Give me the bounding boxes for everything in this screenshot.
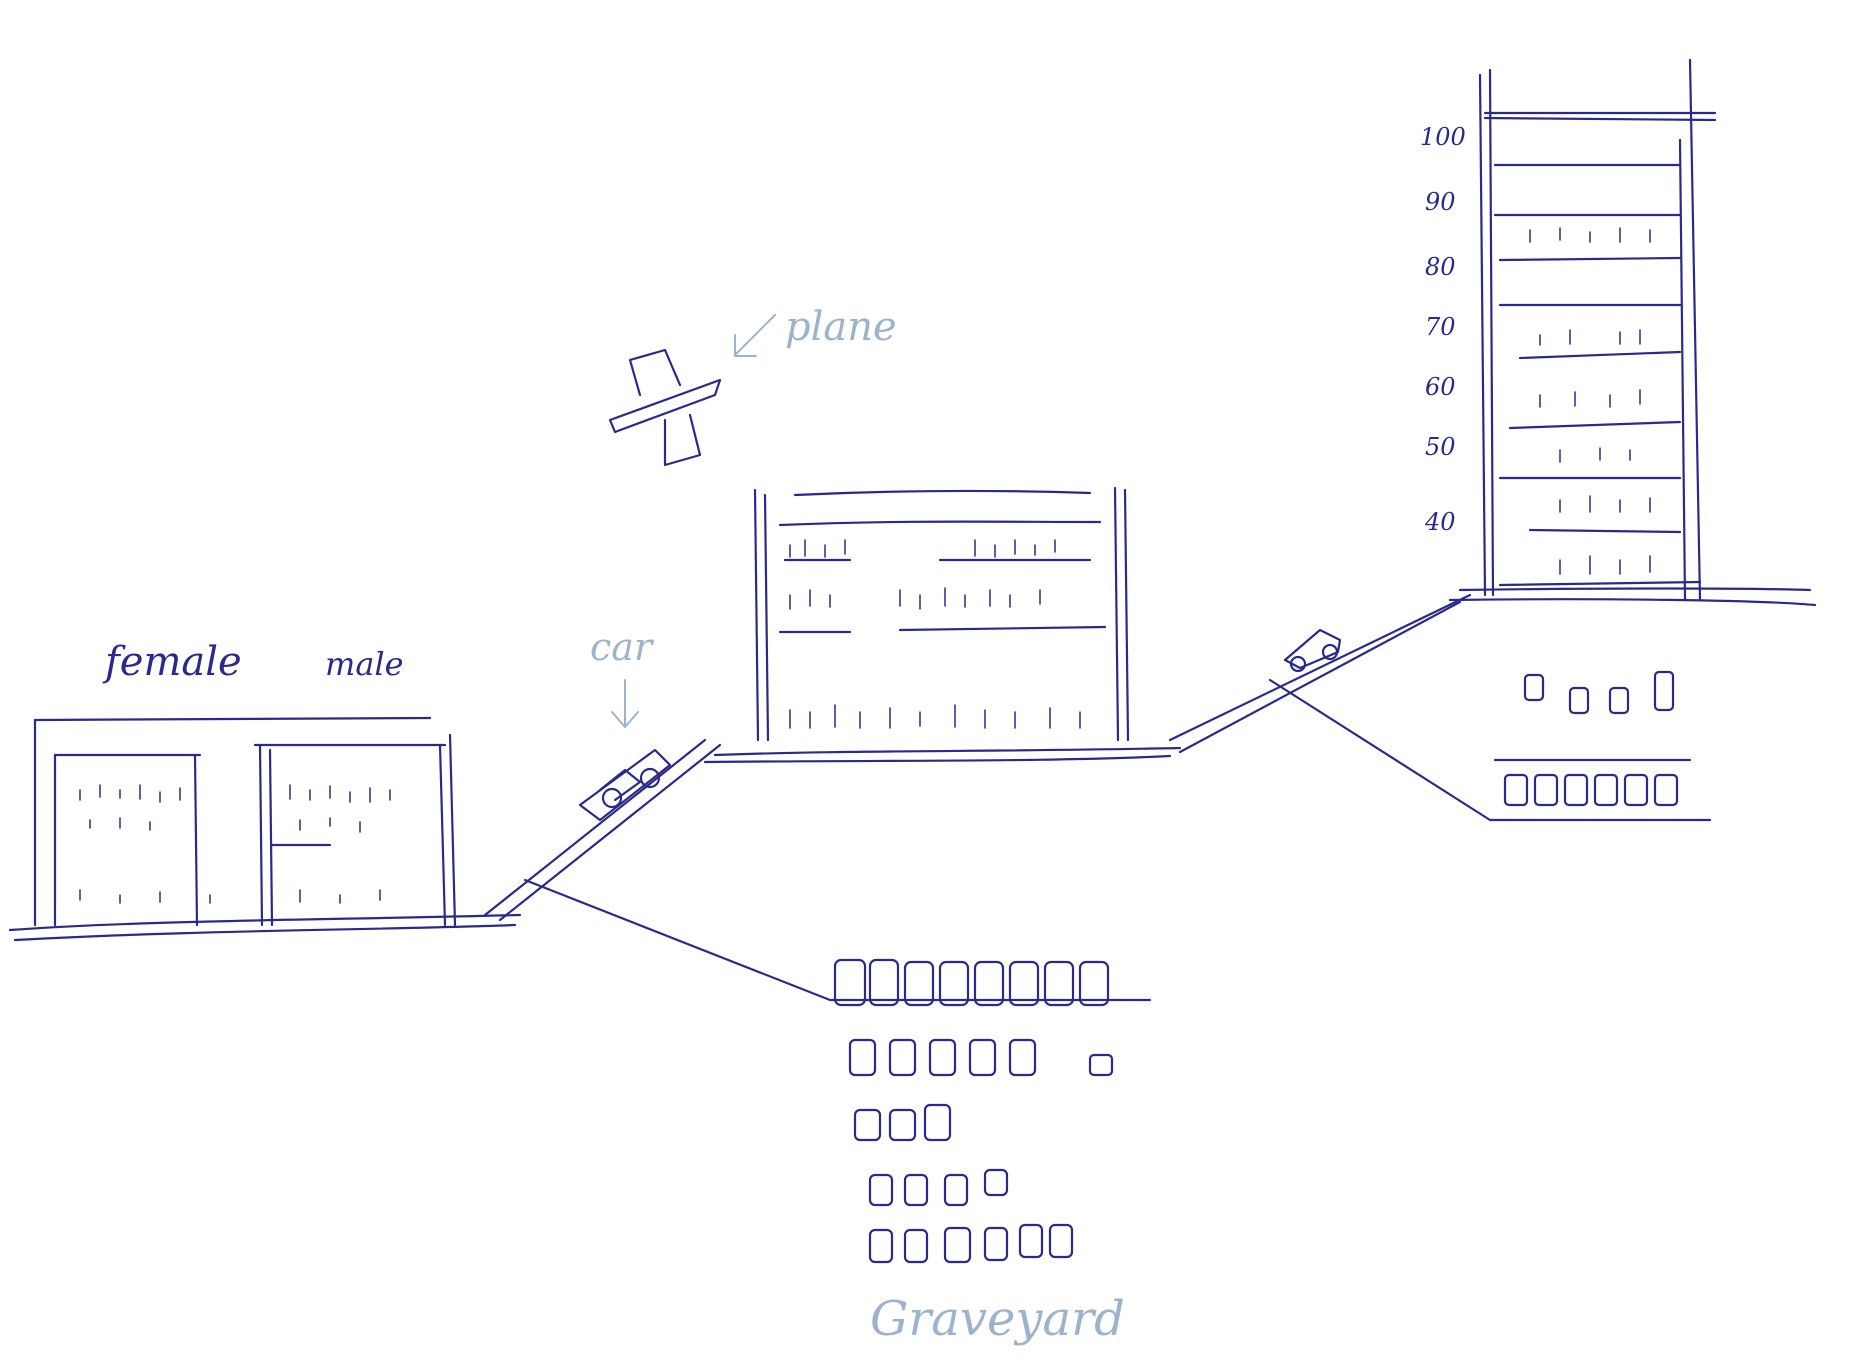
plane-sketch xyxy=(610,350,720,465)
floor-label-70: 70 xyxy=(1425,313,1456,341)
floor-label-50: 50 xyxy=(1425,433,1456,461)
plane-label: plane xyxy=(785,304,897,350)
car-annotation: car xyxy=(590,625,655,727)
middle-building xyxy=(755,488,1128,740)
floor-scale: 100 90 80 70 60 50 40 xyxy=(1420,123,1466,536)
car-upper-slope xyxy=(1285,630,1340,671)
tomb-rows-right xyxy=(1505,672,1677,805)
floor-label-100: 100 xyxy=(1420,123,1466,151)
floor-label-80: 80 xyxy=(1425,253,1456,281)
tomb-rows xyxy=(835,960,1112,1262)
floor-label-40: 40 xyxy=(1424,508,1456,536)
ground-profile xyxy=(10,589,1815,941)
graveyard-middle: Graveyard xyxy=(525,880,1150,1347)
female-label: female xyxy=(102,639,242,685)
graveyard-label: Graveyard xyxy=(870,1291,1125,1347)
female-male-building: female male xyxy=(35,639,455,925)
male-label: male xyxy=(325,645,404,683)
floor-label-60: 60 xyxy=(1425,373,1456,401)
plane-annotation: plane xyxy=(735,304,897,356)
car-label: car xyxy=(590,625,655,669)
car-on-slope xyxy=(580,750,670,820)
tall-tower: 100 90 80 70 60 50 40 xyxy=(1420,60,1715,600)
floor-label-90: 90 xyxy=(1425,188,1456,216)
graveyard-right xyxy=(1270,672,1710,820)
car-arrow xyxy=(612,680,638,727)
plane-arrow xyxy=(735,315,775,356)
